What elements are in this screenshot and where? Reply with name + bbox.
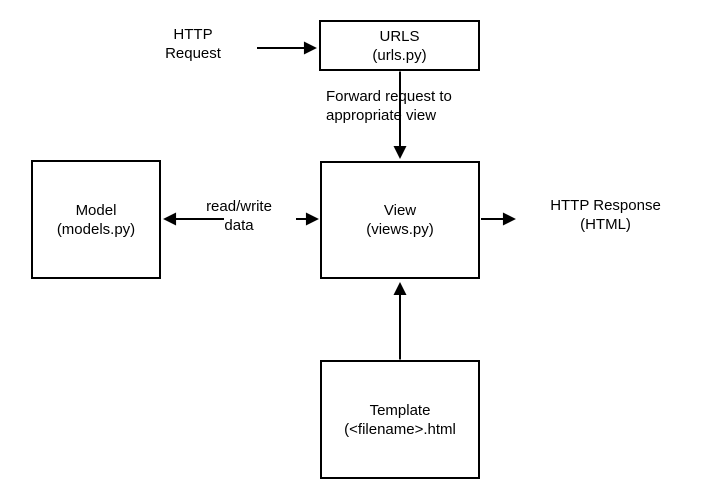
model-box: Model (models.py) (31, 160, 161, 279)
http-request-label-line2: Request (165, 45, 221, 62)
http-request-label-line1: HTTP (173, 26, 213, 43)
urls-box: URLS (urls.py) (319, 20, 480, 71)
view-box: View (views.py) (320, 161, 480, 279)
http-response-label-line1: HTTP Response (550, 197, 661, 214)
forward-request-label: Forward request to appropriate view (326, 87, 452, 125)
http-request-label: HTTP Request (148, 25, 238, 63)
read-write-data-label-line2: data (224, 217, 254, 234)
forward-request-label-line2: appropriate view (326, 107, 437, 124)
template-box-subtitle: (<filename>.html (344, 420, 456, 438)
http-response-label: HTTP Response (HTML) (533, 196, 678, 234)
urls-box-subtitle: (urls.py) (372, 46, 427, 64)
model-box-subtitle: (models.py) (56, 220, 136, 238)
read-write-data-label: read/write data (197, 197, 281, 235)
read-write-data-label-line1: read/write (206, 198, 272, 215)
http-response-label-line2: (HTML) (580, 216, 631, 233)
forward-request-label-line1: Forward request to (326, 88, 452, 105)
view-box-subtitle: (views.py) (366, 221, 434, 238)
model-box-title: Model (75, 201, 117, 219)
template-box: Template (<filename>.html (320, 360, 480, 479)
view-box-title: View (383, 202, 417, 219)
template-box-title: Template (369, 401, 431, 419)
urls-box-title: URLS (379, 27, 420, 45)
